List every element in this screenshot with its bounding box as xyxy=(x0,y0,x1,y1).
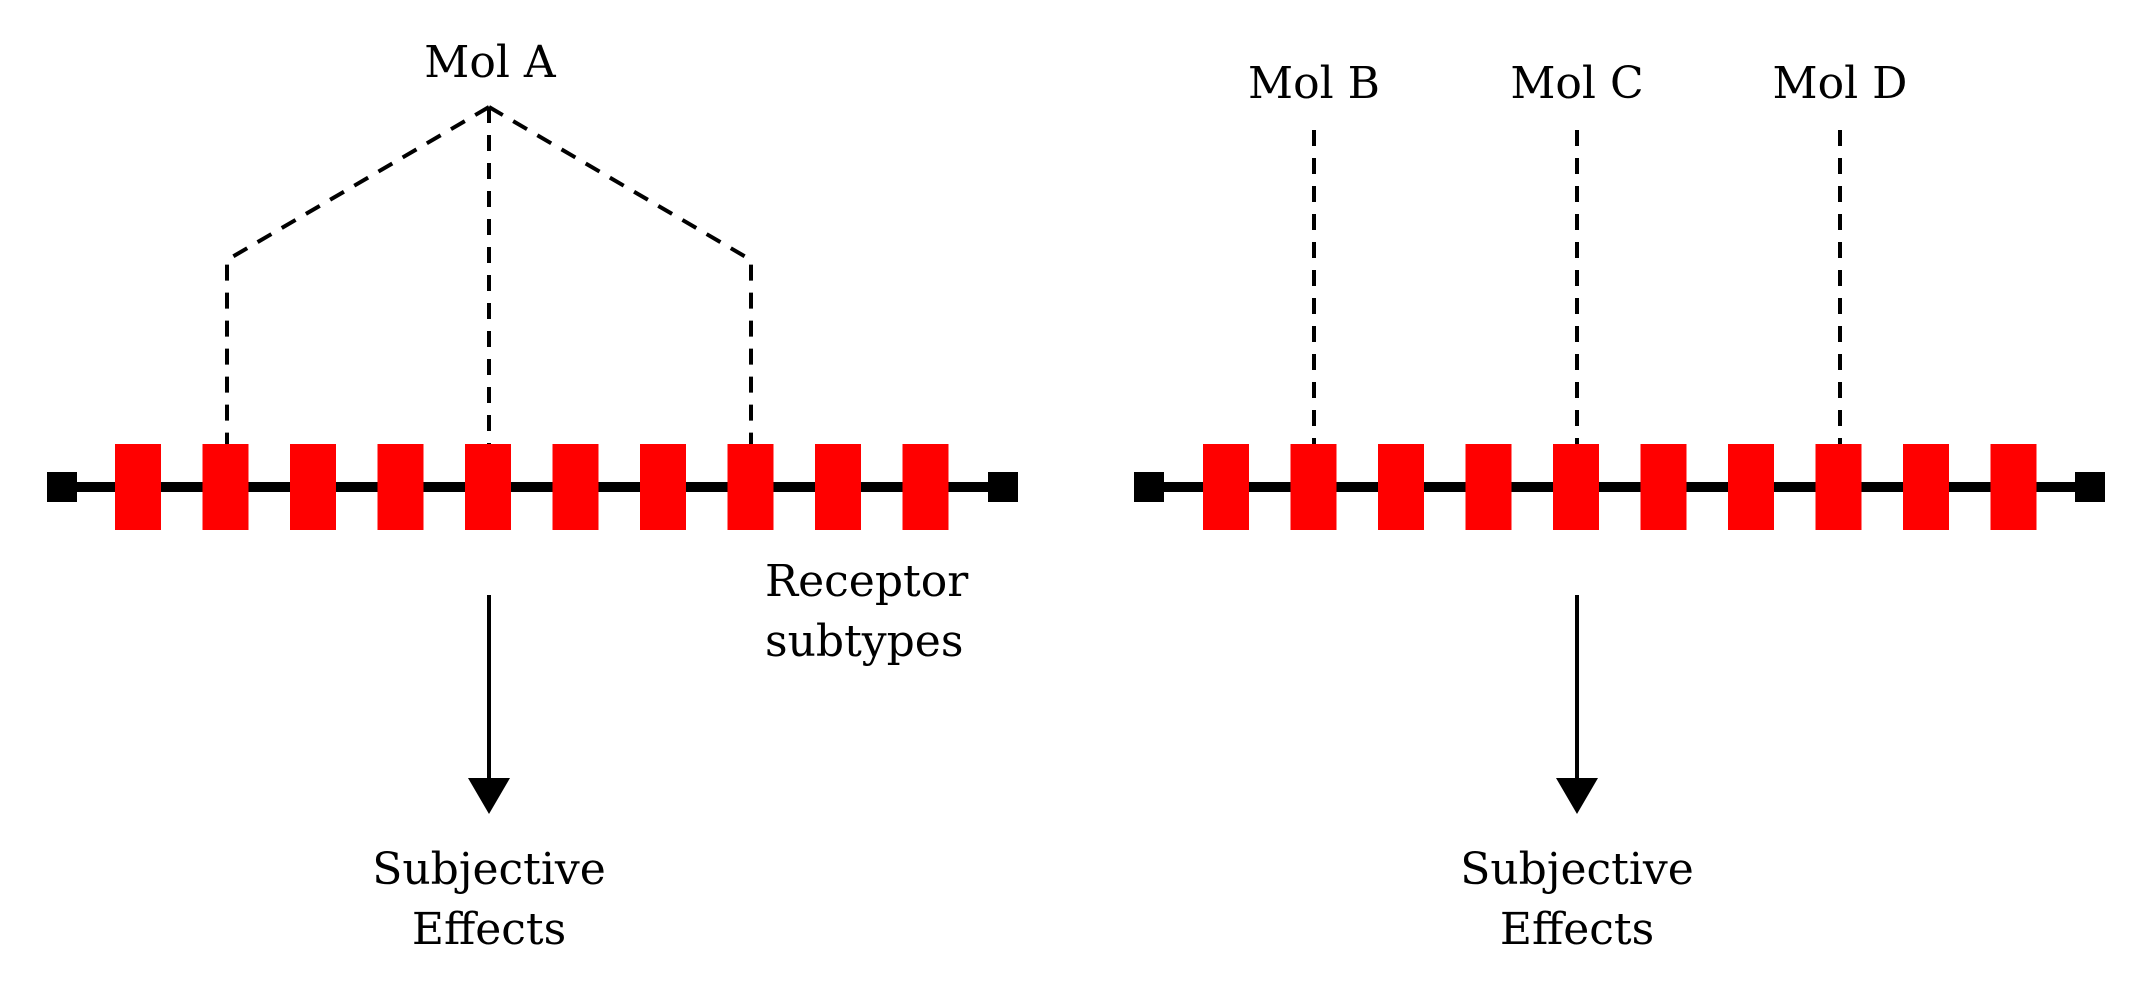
receptor-block xyxy=(1203,444,1249,530)
receptor-block xyxy=(1290,444,1337,530)
molecule-label-mol-a: Mol A xyxy=(424,37,557,88)
square-end-icon xyxy=(1134,472,1164,502)
receptor-block xyxy=(640,444,686,530)
receptor-block xyxy=(465,444,511,530)
arrow-down-icon xyxy=(468,595,510,814)
receptor-block xyxy=(1378,444,1424,530)
receptor-block xyxy=(1553,444,1599,530)
subjective-effects-label-right-line2: Effects xyxy=(1500,904,1654,955)
receptor-block xyxy=(1990,444,2037,530)
receptor-block xyxy=(1640,444,1687,530)
receptor-block xyxy=(815,444,861,530)
receptor-block xyxy=(1728,444,1774,530)
receptor-block xyxy=(1903,444,1949,530)
subjective-effects-label-left: Subjective xyxy=(372,844,606,895)
receptor-block xyxy=(202,444,249,530)
receptor-subtypes-label-line2: subtypes xyxy=(765,616,963,667)
receptor-block xyxy=(377,444,424,530)
binding-line xyxy=(487,105,753,444)
subjective-effects-label-right: Subjective xyxy=(1460,844,1694,895)
receptor-block xyxy=(1815,444,1862,530)
binding-lines-right xyxy=(1312,130,1842,444)
molecule-label-mol-b: Mol B xyxy=(1248,58,1380,109)
arrow-down-icon xyxy=(1556,595,1598,814)
subjective-effects-label-left-line2: Effects xyxy=(412,904,566,955)
panel-left: Mol A Receptor subtypes Subjective Effec… xyxy=(47,37,1018,955)
molecule-label-mol-d: Mol D xyxy=(1773,58,1908,109)
molecule-label-mol-c: Mol C xyxy=(1510,58,1643,109)
binding-line xyxy=(225,105,491,444)
receptor-block xyxy=(290,444,336,530)
receptor-block xyxy=(902,444,949,530)
square-end-icon xyxy=(2075,472,2105,502)
receptor-block xyxy=(727,444,774,530)
panel-right: Mol B Mol C Mol D Subjective Effects xyxy=(1134,58,2105,955)
binding-lines-mol-a xyxy=(225,105,753,444)
receptor-subtypes-label: Receptor xyxy=(765,556,969,607)
receptor-row-left xyxy=(115,444,949,530)
square-end-icon xyxy=(988,472,1018,502)
receptor-row-right xyxy=(1203,444,2037,530)
receptor-block xyxy=(552,444,599,530)
receptor-block xyxy=(115,444,161,530)
square-end-icon xyxy=(47,472,77,502)
receptor-block xyxy=(1465,444,1512,530)
